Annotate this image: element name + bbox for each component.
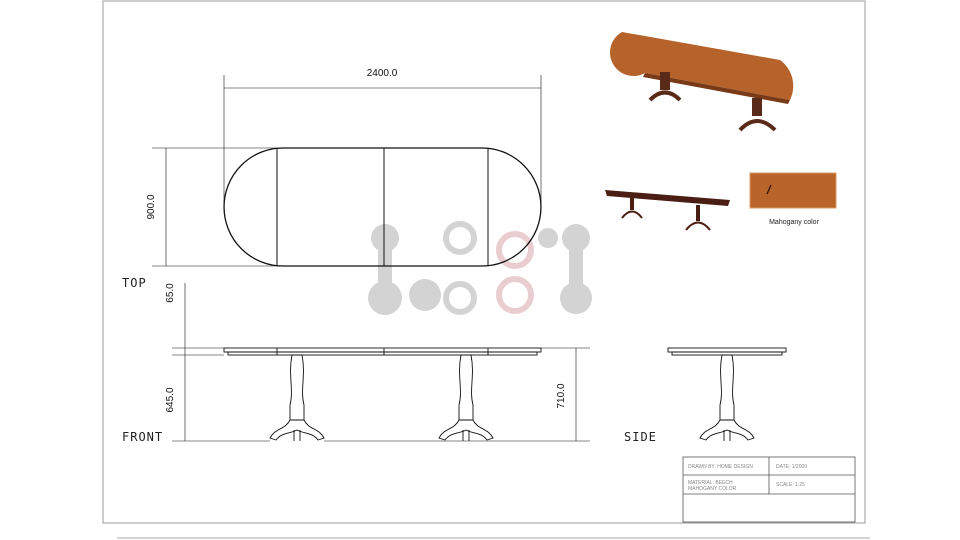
leg-height-dimension: 645.0 bbox=[165, 387, 176, 412]
side-view-label: SIDE bbox=[624, 430, 657, 444]
date: DATE: 1/2009 bbox=[776, 464, 807, 470]
top-thickness-dimension: 65.0 bbox=[165, 283, 176, 303]
total-height-dimension: 710.0 bbox=[556, 383, 567, 408]
length-dimension: 2400.0 bbox=[367, 68, 398, 79]
top-view-label: TOP bbox=[122, 276, 147, 290]
scale: SCALE: 1:25 bbox=[776, 482, 805, 488]
swatch-caption: Mahogany color bbox=[769, 219, 819, 226]
front-view-label: FRONT bbox=[122, 430, 163, 444]
material-line2: MAHOGANY COLOR bbox=[688, 486, 737, 492]
mahogany-swatch bbox=[749, 172, 837, 209]
top-view bbox=[152, 75, 542, 267]
front-view bbox=[172, 283, 590, 442]
drawing-frame bbox=[102, 0, 866, 524]
side-view bbox=[667, 347, 787, 442]
watermark-logo bbox=[368, 221, 592, 315]
material-line1: MATERIAL: BEECH bbox=[688, 480, 733, 486]
table-render-side bbox=[605, 190, 730, 231]
title-block bbox=[682, 456, 856, 523]
drawn-by: DRAWN BY: HOME DESIGN bbox=[688, 464, 753, 470]
width-dimension: 900.0 bbox=[146, 194, 157, 219]
table-render-perspective bbox=[610, 32, 794, 132]
